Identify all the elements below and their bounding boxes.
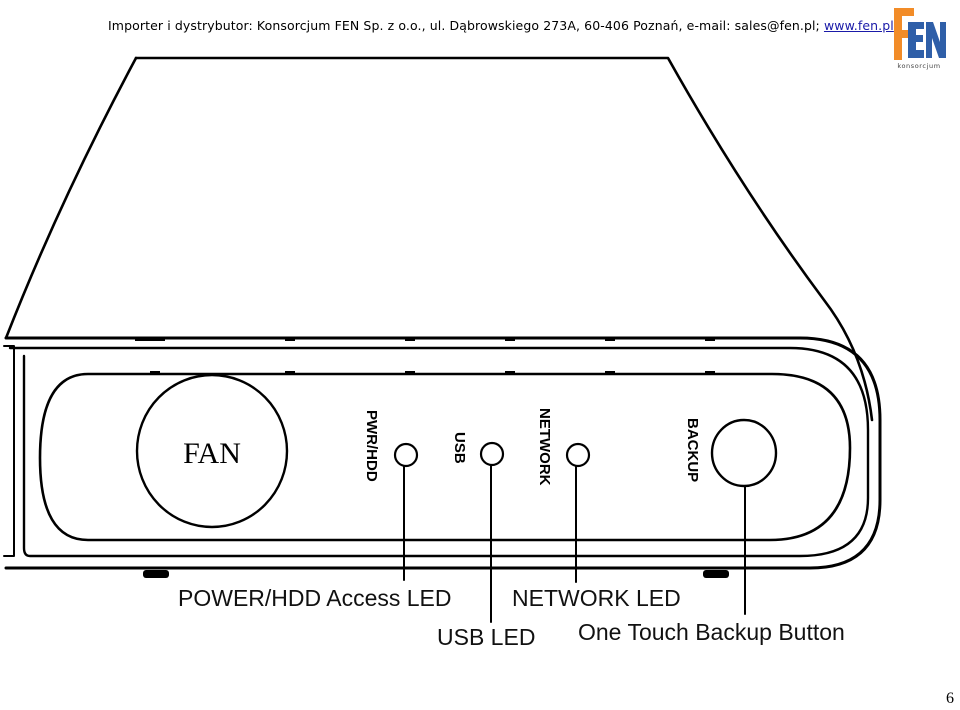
backup-label: BACKUP bbox=[684, 418, 701, 482]
network-led bbox=[565, 442, 591, 468]
front-face-frame bbox=[8, 346, 870, 558]
usb-led bbox=[479, 441, 505, 467]
fan-circle bbox=[135, 373, 289, 529]
housing-left-edge bbox=[4, 56, 138, 340]
logo-f-mark bbox=[894, 8, 914, 60]
header-link[interactable]: www.fen.pl bbox=[823, 18, 894, 33]
usb-label: USB bbox=[451, 432, 468, 464]
page-number: 6 bbox=[946, 690, 954, 707]
callout-network: NETWORK LED bbox=[512, 585, 681, 611]
logo-e-mark bbox=[908, 22, 924, 58]
callout-power: POWER/HDD Access LED bbox=[178, 585, 452, 611]
fan-label: FAN bbox=[183, 437, 241, 470]
callout-backup: One Touch Backup Button bbox=[578, 619, 845, 645]
pwr-led bbox=[393, 442, 419, 468]
backup-button bbox=[710, 418, 778, 488]
header-text: Importer i dystrybutor: Konsorcjum FEN S… bbox=[108, 18, 824, 33]
callout-usb: USB LED bbox=[437, 624, 535, 650]
front-face-outer bbox=[4, 336, 882, 570]
logo-subtitle: konsorcjum bbox=[897, 62, 940, 70]
network-label: NETWORK bbox=[536, 408, 553, 486]
logo-n-mark bbox=[926, 22, 946, 58]
device-foot-left bbox=[143, 570, 169, 578]
front-panel-inner bbox=[38, 372, 852, 542]
fen-logo: konsorcjum bbox=[894, 8, 946, 70]
front-left-cap bbox=[3, 345, 15, 557]
page-header: Importer i dystrybutor: Konsorcjum FEN S… bbox=[108, 18, 894, 33]
housing-top-outline bbox=[134, 56, 874, 422]
pwr-label: PWR/HDD bbox=[363, 410, 380, 482]
device-foot-right bbox=[703, 570, 729, 578]
